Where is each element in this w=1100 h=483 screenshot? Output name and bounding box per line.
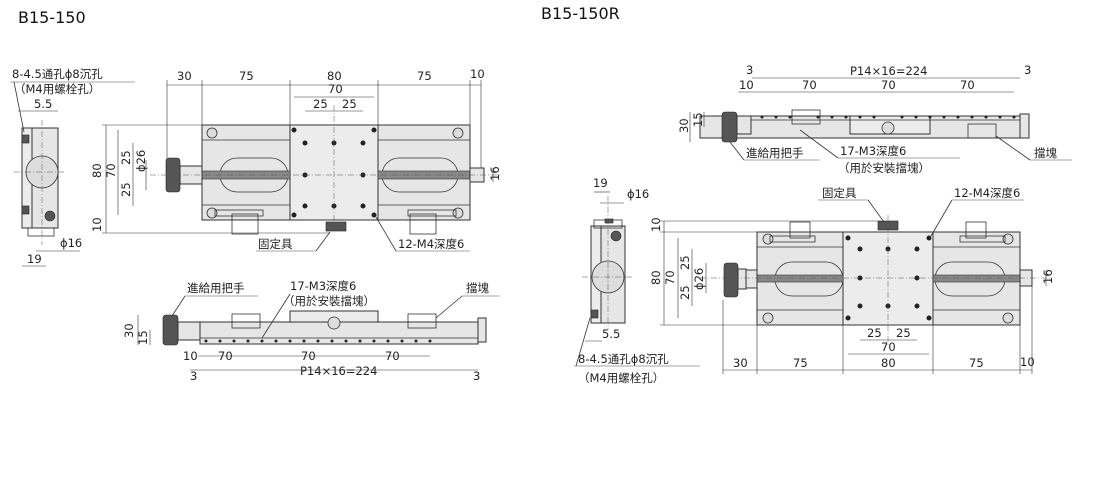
dim-3b: 3	[473, 369, 480, 383]
r-hole-note: 8-4.5通孔ϕ8沉孔	[578, 352, 669, 366]
label-tapped-holes: 12-M4深度6	[398, 237, 464, 251]
dim-25b: 25	[342, 97, 357, 111]
dim-25-vert-a: 25	[119, 150, 133, 165]
r-label-feed-handle: 進給用把手	[746, 146, 804, 160]
dim-top-75b: 75	[417, 69, 432, 83]
label-m3-note: （用於安裝擋塊）	[283, 294, 375, 308]
dim-top-10: 10	[470, 67, 485, 81]
dim-15: 15	[136, 330, 150, 345]
r-dim-bottom-80: 80	[881, 356, 896, 370]
r-label-fixture: 固定具	[822, 186, 857, 200]
dim-16: 16	[488, 166, 502, 181]
dim-top-30: 30	[177, 69, 192, 83]
dim-10-vert: 10	[90, 217, 104, 232]
r-dim-pitch-total: P14×16=224	[850, 64, 927, 78]
dim-5-5: 5.5	[34, 97, 52, 111]
clamp-left	[231, 213, 259, 235]
r-dim-25-vert-b: 25	[678, 285, 692, 300]
clamp-right	[409, 213, 437, 235]
r-dim-19: 19	[593, 176, 608, 190]
front-handle	[162, 314, 179, 346]
r-dim-bottom-75b: 75	[969, 356, 984, 370]
r-dim-bottom-75a: 75	[793, 356, 808, 370]
right-top-view: 固定具 12-M4深度6 10 80 70 25 25 ϕ26 16 25 25…	[649, 186, 1055, 374]
r-dim-pitch-10: 10	[739, 78, 754, 92]
r-dim-pitch-70b: 70	[881, 78, 896, 92]
r-front-stopper-right	[967, 123, 997, 139]
dim-top-75a: 75	[239, 69, 254, 83]
r-label-stopper: 擋塊	[1034, 146, 1057, 160]
r-dim-25-vert-a: 25	[678, 255, 692, 270]
left-top-view: 30 75 80 75 10 70 25 25 80 70 25 25 ϕ26 …	[90, 67, 502, 252]
r-dim-bottom-30: 30	[733, 356, 748, 370]
dim-3a: 3	[190, 369, 197, 383]
right-side-view: 19 ϕ16 5.5 8-4.5通孔ϕ8沉孔 （M4用螺栓孔）	[574, 176, 700, 385]
dim-70: 70	[328, 82, 343, 96]
r-dim-70: 70	[881, 340, 896, 354]
r-label-tapped-holes: 12-M4深度6	[954, 186, 1020, 200]
hole-note-sub: （M4用螺栓孔）	[14, 82, 100, 96]
dim-top-80: 80	[327, 69, 342, 83]
r-dim-15: 15	[691, 112, 705, 127]
fixture	[325, 221, 347, 232]
hole-note: 8-4.5通孔ϕ8沉孔	[12, 67, 103, 81]
r-dim-25b: 25	[896, 326, 911, 340]
label-feed-handle: 進給用把手	[187, 281, 245, 295]
r-tapped-holes	[845, 235, 932, 321]
front-fixture	[327, 316, 341, 330]
dim-19: 19	[27, 252, 42, 266]
r-dim-16: 16	[1041, 269, 1055, 284]
right-front-view: 3 P14×16=224 3 10 70 70 70 30 15 進給用把手 1…	[677, 63, 1072, 175]
side-bolt-top	[21, 134, 30, 144]
r-dim-30: 30	[677, 118, 691, 133]
r-dim-80: 80	[649, 270, 663, 285]
leadscrew-right	[377, 170, 471, 180]
r-front-stopper-left	[791, 109, 821, 125]
dim-pitch-10: 10	[183, 349, 198, 363]
r-dim-3a: 3	[746, 63, 753, 77]
drawing-title-right: B15-150R	[541, 4, 620, 23]
dim-pitch-total: P14×16=224	[300, 364, 377, 378]
dim-25-vert-b: 25	[119, 182, 133, 197]
dim-25a: 25	[313, 97, 328, 111]
r-dim-10-vert: 10	[649, 217, 663, 232]
dim-phi26: ϕ26	[134, 150, 148, 172]
dim-70-vert: 70	[104, 163, 118, 178]
r-dim-25a: 25	[867, 326, 882, 340]
r-dim-pitch-70a: 70	[802, 78, 817, 92]
stopper-left	[214, 209, 264, 217]
dim-pitch-70a: 70	[218, 349, 233, 363]
side-bolt-bottom	[21, 205, 30, 215]
r-label-m3-note: （用於安裝擋塊）	[838, 161, 930, 175]
r-dim-pitch-70c: 70	[960, 78, 975, 92]
r-dim-70-vert: 70	[663, 270, 677, 285]
front-stopper-right	[407, 313, 437, 329]
dim-pitch-70c: 70	[385, 349, 400, 363]
dim-80: 80	[90, 163, 104, 178]
label-fixture: 固定具	[258, 237, 293, 251]
counterbore-holes	[206, 127, 464, 219]
r-dim-5-5: 5.5	[602, 327, 620, 341]
label-m3-holes: 17-M3深度6	[290, 279, 356, 293]
r-dim-bottom-10: 10	[1020, 355, 1035, 369]
r-counterbore-holes	[762, 233, 1014, 324]
r-hole-note-sub: （M4用螺栓孔）	[578, 371, 664, 385]
drawing-title-left: B15-150	[18, 8, 86, 27]
left-side-view: 8-4.5通孔ϕ8沉孔 （M4用螺栓孔） 5.5 ϕ16 19	[10, 67, 135, 267]
dim-30: 30	[122, 323, 136, 338]
r-dim-phi16: ϕ16	[627, 187, 649, 201]
r-label-m3-holes: 17-M3深度6	[840, 144, 906, 158]
r-dim-3b: 3	[1024, 63, 1031, 77]
dim-phi16: ϕ16	[60, 236, 82, 250]
dim-pitch-70b: 70	[301, 349, 316, 363]
r-feed-handle	[723, 262, 739, 298]
side-clamp-knob	[44, 210, 56, 222]
label-stopper: 擋塊	[466, 281, 489, 295]
r-front-handle	[721, 111, 738, 143]
stopper-right	[407, 209, 457, 217]
front-stopper-left	[231, 313, 261, 329]
left-front-view: 進給用把手 17-M3深度6 （用於安裝擋塊） 擋塊 30 15 10 70 7…	[122, 279, 500, 383]
r-dim-phi26: ϕ26	[692, 268, 706, 290]
